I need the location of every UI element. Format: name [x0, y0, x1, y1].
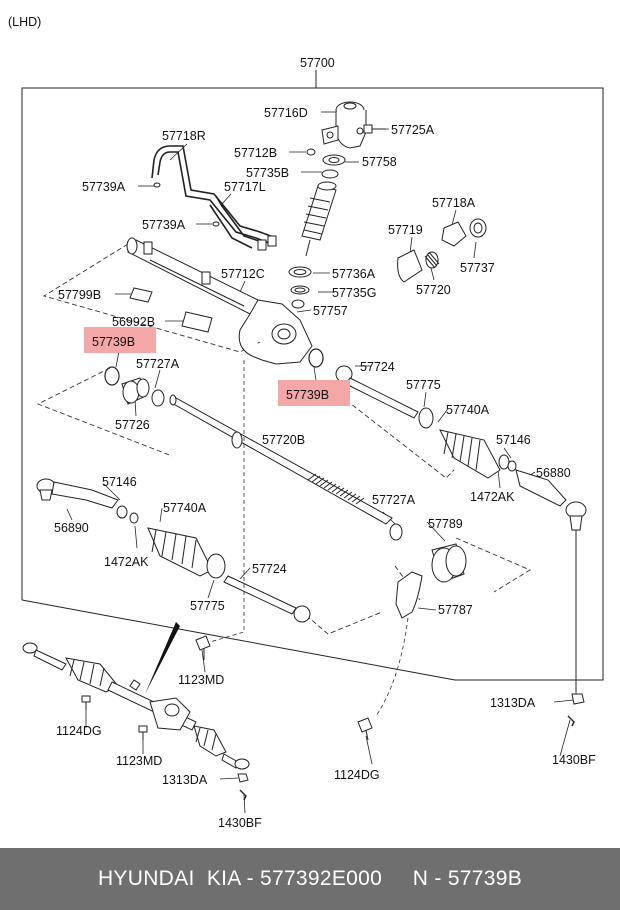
part-label-57737: 57737 [460, 261, 495, 275]
part-label-56880: 56880 [536, 466, 571, 480]
tie-rod-end-right [515, 469, 587, 692]
bolt-1123md-upper [195, 635, 211, 660]
part-label-57716d: 57716D [264, 106, 308, 120]
part-label-56890: 56890 [54, 521, 89, 535]
part-label-57725a: 57725A [391, 123, 435, 137]
highlight-box-57739b-left [84, 327, 156, 353]
part-label-57146-left: 57146 [102, 475, 137, 489]
part-label-57719: 57719 [388, 223, 423, 237]
bolt-1124dg-left [81, 695, 91, 710]
line-connectors-57739a [153, 182, 220, 227]
part-label-57775-lower: 57775 [190, 599, 225, 613]
pinion-shaft [301, 181, 337, 257]
yoke-plug-57718a [441, 218, 487, 247]
assembly-frame [21, 70, 604, 681]
rack-support-yoke [397, 249, 440, 283]
part-label-57799b: 57799B [58, 288, 101, 302]
bolt-1124dg-right [357, 717, 373, 741]
mounting-clamp [395, 571, 423, 619]
part-label-57789: 57789 [428, 517, 463, 531]
part-label-1124dg-right: 1124DG [334, 768, 380, 782]
part-label-1124dg-left: 1124DG [56, 724, 102, 738]
bushing-57726 [121, 377, 165, 407]
part-label-57739b-left: 57739B [92, 335, 135, 349]
part-label-57712c: 57712C [221, 267, 265, 281]
part-label-57735g: 57735G [332, 286, 376, 300]
part-label-57739a-lower: 57739A [142, 218, 186, 232]
part-label-1430bf-upper: 1430BF [552, 753, 596, 767]
label-plates [129, 287, 213, 333]
overview-arrow [145, 622, 180, 694]
variant-label: (LHD) [8, 15, 41, 29]
footer-text: HYUNDAI KIA - 577392E000 N - 57739B [97, 867, 523, 890]
gear-housing [126, 237, 313, 365]
part-label-57718r: 57718R [162, 129, 206, 143]
part-label-57720: 57720 [416, 283, 451, 297]
part-label-57712b: 57712B [234, 146, 277, 160]
bolt-57725a [363, 124, 386, 134]
o-ring-57739b-left [104, 366, 120, 386]
part-label-57727a-upper: 57727A [136, 357, 180, 371]
mounting-bushing [431, 543, 467, 583]
steering-gear-exploded-diagram: (LHD) 57700 57716D 57725A 57718R 57712B … [8, 15, 604, 830]
part-label-1313da-lower: 1313DA [162, 773, 208, 787]
highlight-box-57739b-right [278, 380, 350, 406]
part-label-57720b: 57720B [262, 433, 305, 447]
nut-57146-left [116, 505, 139, 524]
seal-rings-upper [306, 148, 346, 179]
part-label-1123md-upper: 1123MD [178, 673, 224, 687]
nut-1313da-lower [237, 773, 249, 783]
pinion-seals [288, 266, 312, 295]
part-label-57724-right: 57724 [360, 360, 395, 374]
part-label-57757: 57757 [313, 304, 348, 318]
clamp-to-bolt-line [375, 617, 409, 717]
part-label-57736a: 57736A [332, 267, 376, 281]
part-label-57740a-left: 57740A [163, 501, 207, 515]
part-label-57724-left: 57724 [252, 562, 287, 576]
part-label-57718a: 57718A [432, 196, 476, 210]
part-label-57146-right: 57146 [496, 433, 531, 447]
tie-rod-end-left [36, 478, 119, 509]
pin-1430bf-lower [239, 789, 247, 801]
part-label-57787: 57787 [438, 603, 473, 617]
part-label-57726: 57726 [115, 418, 150, 432]
pressure-lines [151, 145, 277, 251]
o-ring-57739b-right [308, 348, 324, 368]
nut-1313da-upper [571, 693, 585, 705]
part-label-1430bf-lower: 1430BF [218, 816, 262, 830]
inner-tie-rod-left [223, 575, 311, 623]
assembled-overview [22, 642, 250, 770]
part-label-1123md-lower: 1123MD [116, 754, 162, 768]
part-label-57717l: 57717L [224, 180, 266, 194]
part-label-57758: 57758 [362, 155, 397, 169]
pin-1430bf-upper [567, 715, 575, 727]
boot-right [439, 429, 517, 479]
part-label-1472ak-right: 1472AK [470, 490, 515, 504]
assembly-number-label: 57700 [300, 56, 335, 70]
boot-left [147, 527, 226, 579]
part-label-57727a-lower: 57727A [372, 493, 416, 507]
inner-tie-rod-right [335, 365, 434, 429]
valve-housing [321, 101, 367, 149]
part-number-footer: HYUNDAI KIA - 577392E000 N - 57739B [0, 848, 620, 910]
part-label-57739a-upper: 57739A [82, 180, 126, 194]
bolt-1123md-lower [138, 725, 148, 740]
part-label-57740a-right: 57740A [446, 403, 490, 417]
leader-lines [66, 111, 575, 814]
part-label-57775-upper: 57775 [406, 378, 441, 392]
part-label-57739b-right: 57739B [286, 388, 329, 402]
rack-bar [169, 394, 403, 541]
part-label-57735b: 57735B [246, 166, 289, 180]
part-label-1472ak-left: 1472AK [104, 555, 149, 569]
part-label-56992b: 56992B [112, 315, 155, 329]
part-label-1313da-upper: 1313DA [490, 696, 536, 710]
